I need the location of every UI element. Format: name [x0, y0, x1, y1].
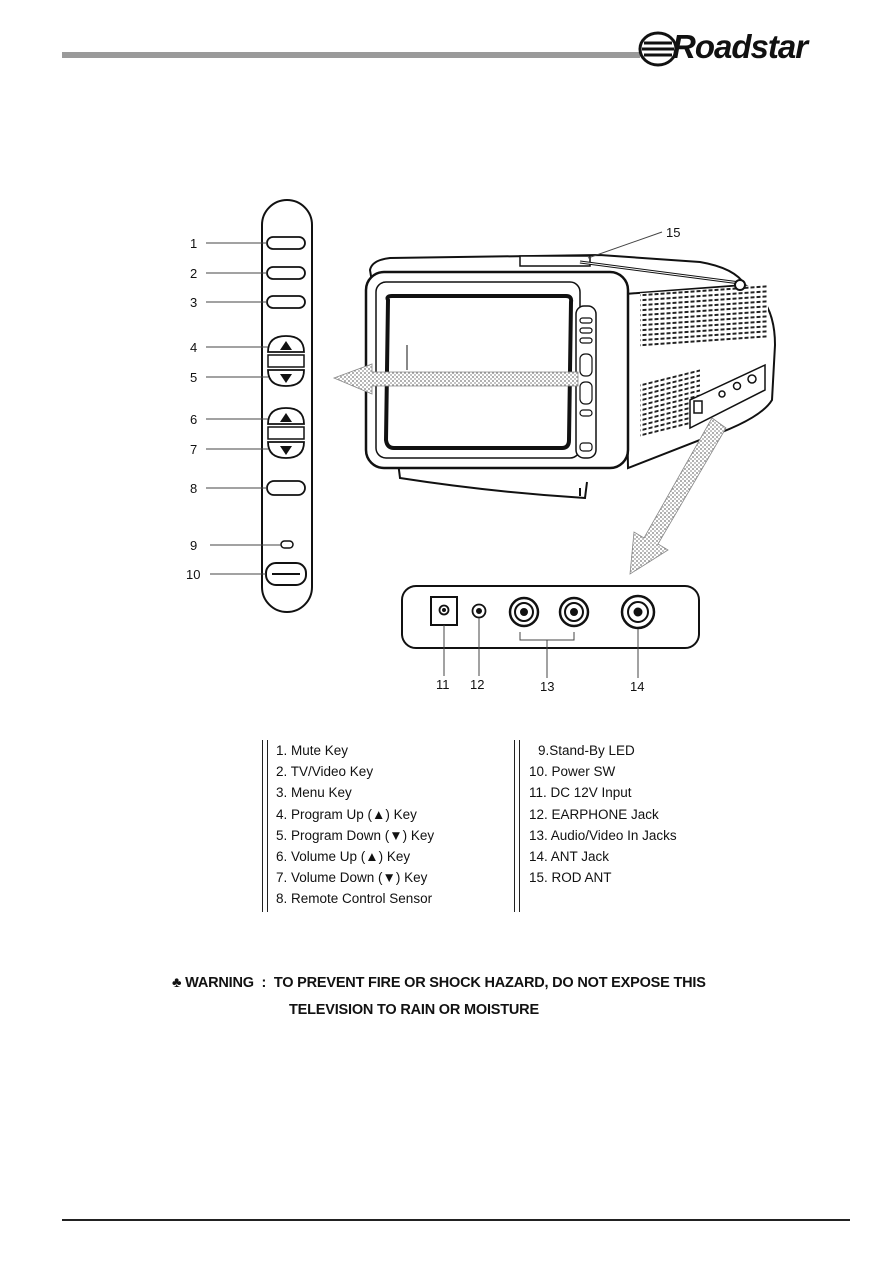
legend-item: 6. Volume Up (▲) Key [276, 849, 411, 865]
callout-12: 12 [470, 677, 485, 692]
legend-item: 2. TV/Video Key [276, 764, 374, 780]
callout-9: 9 [190, 538, 198, 553]
legend-right-rule [514, 740, 520, 912]
callout-2: 2 [190, 266, 198, 281]
legend-item: 14. ANT Jack [529, 849, 610, 865]
callout-10: 10 [186, 567, 201, 582]
legend-item: 8. Remote Control Sensor [276, 891, 433, 907]
legend-item: 12. EARPHONE Jack [529, 806, 659, 822]
callout-4: 4 [190, 340, 198, 355]
legend-left: 1. Mute Key 2. TV/Video Key 3. Menu Key … [262, 740, 435, 912]
legend-item: 10. Power SW [529, 764, 616, 780]
legend-right: 9.Stand-By LED 10. Power SW 11. DC 12V I… [514, 740, 677, 912]
club-icon: ♣ [172, 975, 182, 991]
legend-item: 5. Program Down (▼) Key [276, 827, 435, 843]
legend-item: 13. Audio/Video In Jacks [529, 827, 677, 843]
arrow-to-panel-icon [332, 363, 579, 395]
tv-diagram [206, 199, 777, 678]
legend-item: 9.Stand-By LED [538, 743, 635, 758]
callout-14: 14 [630, 679, 645, 694]
rear-jack-panel [401, 585, 700, 649]
legend-left-rule [262, 740, 268, 912]
legend-item: 11. DC 12V Input [529, 785, 632, 801]
legend-item: 1. Mute Key [276, 743, 349, 758]
television-illustration [364, 253, 777, 500]
footer-rule [62, 1219, 850, 1221]
warning-line-1: TO PREVENT FIRE OR SHOCK HAZARD, DO NOT … [273, 975, 706, 991]
header-rule [62, 52, 640, 58]
roadstar-logo-icon [638, 31, 678, 67]
arrow-to-jacks-icon [629, 417, 727, 575]
callout-15: 15 [666, 225, 681, 240]
callout-11: 11 [436, 677, 450, 692]
callout-1: 1 [190, 236, 198, 251]
callout-5: 5 [190, 370, 198, 385]
control-panel-strip [261, 199, 313, 613]
callout-3: 3 [190, 295, 198, 310]
legend-item: 3. Menu Key [276, 785, 352, 801]
legend-item: 4. Program Up (▲) Key [276, 806, 417, 822]
callout-7: 7 [190, 442, 198, 457]
legend-item: 15. ROD ANT [529, 870, 612, 886]
callout-6: 6 [190, 412, 198, 427]
warning-label: WARNING [185, 975, 254, 991]
callout-13: 13 [540, 679, 555, 694]
warning-separator: : [261, 975, 267, 991]
warning-notice: ♣ WARNING : TO PREVENT FIRE OR SHOCK HAZ… [172, 975, 706, 1018]
callout-8: 8 [190, 481, 198, 496]
warning-line-2: TELEVISION TO RAIN OR MOISTURE [289, 1002, 539, 1018]
brand-logo-text: Roadstar [672, 28, 808, 65]
legend-item: 7. Volume Down (▼) Key [276, 870, 428, 886]
